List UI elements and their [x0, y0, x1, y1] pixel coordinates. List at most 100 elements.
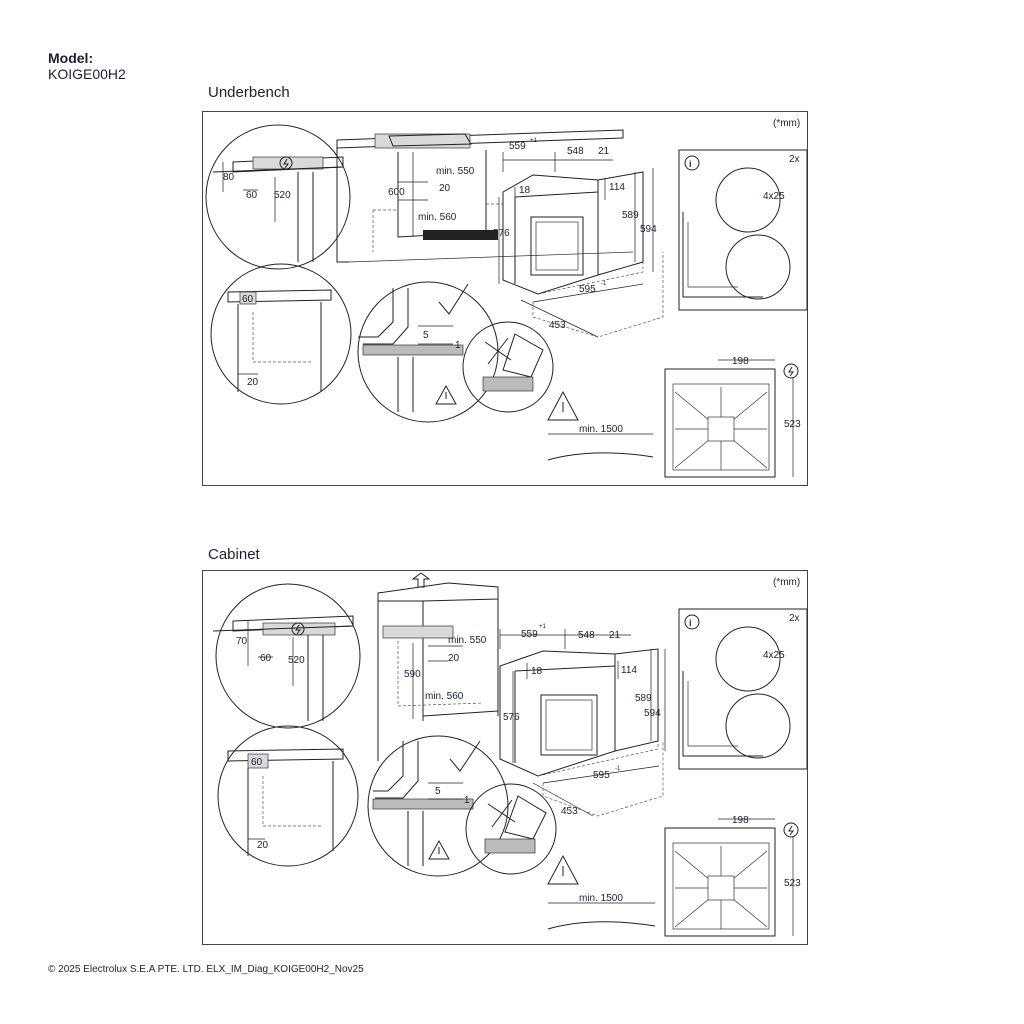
- svg-text:1: 1: [455, 340, 461, 351]
- svg-text:453: 453: [561, 806, 578, 817]
- panel-cabinet: (*mm) 590 min. 550 20 min. 560 559 +1 54…: [202, 570, 808, 945]
- svg-text:114: 114: [609, 182, 625, 193]
- cross-icon: [487, 799, 516, 828]
- svg-text:60: 60: [251, 757, 263, 768]
- warning-icon: [435, 384, 457, 405]
- svg-text:2x: 2x: [789, 154, 800, 165]
- svg-text:523: 523: [784, 419, 801, 430]
- unit-note: (*mm): [773, 118, 800, 129]
- detail-circle-side: 60 20: [210, 263, 352, 405]
- electric-warning-icon-2: [783, 363, 799, 379]
- installation-diagram: (*mm) 590 min. 550 20 min. 560 559 +1 54…: [212, 572, 808, 937]
- svg-text:559: 559: [509, 141, 526, 152]
- oven-back-view: 198 523: [664, 356, 801, 478]
- svg-text:520: 520: [288, 655, 305, 666]
- svg-text:i: i: [689, 159, 692, 169]
- svg-text:576: 576: [503, 712, 520, 723]
- svg-text:548: 548: [567, 146, 584, 157]
- svg-text:595: 595: [593, 770, 610, 781]
- svg-text:21: 21: [609, 630, 621, 641]
- svg-text:548: 548: [578, 630, 595, 641]
- model-label: Model:: [48, 50, 94, 66]
- svg-text:594: 594: [644, 708, 661, 719]
- svg-text:min. 560: min. 560: [418, 212, 457, 223]
- svg-text:198: 198: [732, 815, 749, 826]
- countertop: [336, 129, 634, 263]
- cabinet-opening: 600 min. 550 20 min. 560: [372, 150, 503, 252]
- warning-icon-2: [547, 390, 579, 421]
- cable-min-length: min. 1500: [547, 424, 654, 461]
- tall-cabinet: 590 min. 550 20 min. 560: [377, 572, 499, 761]
- svg-text:590: 590: [404, 669, 421, 680]
- footer-copyright: © 2025 Electrolux S.E.A PTE. LTD. ELX_IM…: [48, 964, 364, 975]
- section-title-underbench: Underbench: [208, 84, 290, 101]
- svg-text:595: 595: [579, 284, 596, 295]
- svg-text:4x25: 4x25: [763, 650, 785, 661]
- info-icon: [684, 614, 700, 630]
- arrow-up-icon: [411, 572, 431, 588]
- model-value: KOIGE00H2: [48, 66, 126, 82]
- oven-back-view: 198 523: [664, 815, 801, 937]
- svg-text:21: 21: [598, 146, 610, 157]
- svg-text:523: 523: [784, 878, 801, 889]
- warning-icon: [428, 839, 450, 860]
- oven-door-window: [540, 694, 598, 756]
- svg-text:559: 559: [521, 629, 538, 640]
- svg-text:-1: -1: [615, 766, 621, 772]
- oven-body: 559 +1 548 21 18 114 589 594 576 595 -1 …: [493, 138, 664, 338]
- svg-text:114: 114: [621, 665, 637, 676]
- cross-icon: [484, 337, 512, 365]
- svg-text:+1: +1: [530, 138, 538, 144]
- svg-text:1: 1: [464, 795, 470, 806]
- check-icon: [438, 283, 469, 315]
- detail-circle-worktop: 80 60 520: [205, 124, 351, 270]
- detail-circle-worktop: 70 60 520: [212, 583, 361, 729]
- svg-text:min. 560: min. 560: [425, 691, 464, 702]
- detail-circle-correct: 5 1: [367, 735, 509, 877]
- svg-text:600: 600: [388, 187, 405, 198]
- svg-text:453: 453: [549, 320, 566, 331]
- cable-min-length: min. 1500: [547, 893, 656, 930]
- svg-text:5: 5: [423, 330, 429, 341]
- svg-text:20: 20: [257, 840, 269, 851]
- svg-text:60: 60: [242, 294, 254, 305]
- electric-warning-icon: [291, 622, 305, 636]
- svg-text:2x: 2x: [789, 613, 800, 624]
- svg-text:18: 18: [519, 185, 531, 196]
- svg-text:+1: +1: [539, 624, 547, 630]
- svg-text:min. 1500: min. 1500: [579, 893, 623, 904]
- info-box: i 2x 4x25: [678, 149, 808, 311]
- svg-text:70: 70: [236, 636, 248, 647]
- svg-text:589: 589: [635, 693, 652, 704]
- oven-door-window: [530, 216, 584, 276]
- detail-circle-side: 60 20: [217, 725, 359, 867]
- svg-text:520: 520: [274, 190, 291, 201]
- svg-text:5: 5: [435, 786, 441, 797]
- detail-circle-incorrect: [462, 321, 554, 413]
- info-box: i 2x 4x25: [678, 608, 808, 770]
- detail-circle-correct: 5 1: [357, 281, 499, 423]
- svg-text:min. 550: min. 550: [448, 635, 487, 646]
- svg-text:576: 576: [493, 228, 510, 239]
- info-icon: [684, 155, 700, 171]
- cabinet-plinth: [423, 230, 498, 240]
- electric-warning-icon-2: [783, 822, 799, 838]
- installation-diagram: (*mm) 600 min. 550 20 min. 560 559 +1 54…: [205, 118, 808, 478]
- check-icon: [449, 740, 481, 772]
- svg-text:-1: -1: [601, 281, 607, 287]
- panel-underbench: (*mm) 600 min. 550 20 min. 560 559 +1 54…: [202, 111, 808, 486]
- unit-note: (*mm): [773, 577, 800, 588]
- svg-text:589: 589: [622, 210, 639, 221]
- svg-text:i: i: [689, 618, 692, 628]
- svg-text:20: 20: [439, 183, 451, 194]
- svg-text:18: 18: [531, 666, 543, 677]
- svg-text:20: 20: [448, 653, 460, 664]
- detail-circle-incorrect: [465, 783, 557, 875]
- svg-text:60: 60: [246, 190, 258, 201]
- svg-text:594: 594: [640, 224, 657, 235]
- svg-text:min. 550: min. 550: [436, 166, 475, 177]
- svg-text:60: 60: [260, 653, 272, 664]
- svg-text:min. 1500: min. 1500: [579, 424, 623, 435]
- svg-text:20: 20: [247, 377, 259, 388]
- svg-text:198: 198: [732, 356, 749, 367]
